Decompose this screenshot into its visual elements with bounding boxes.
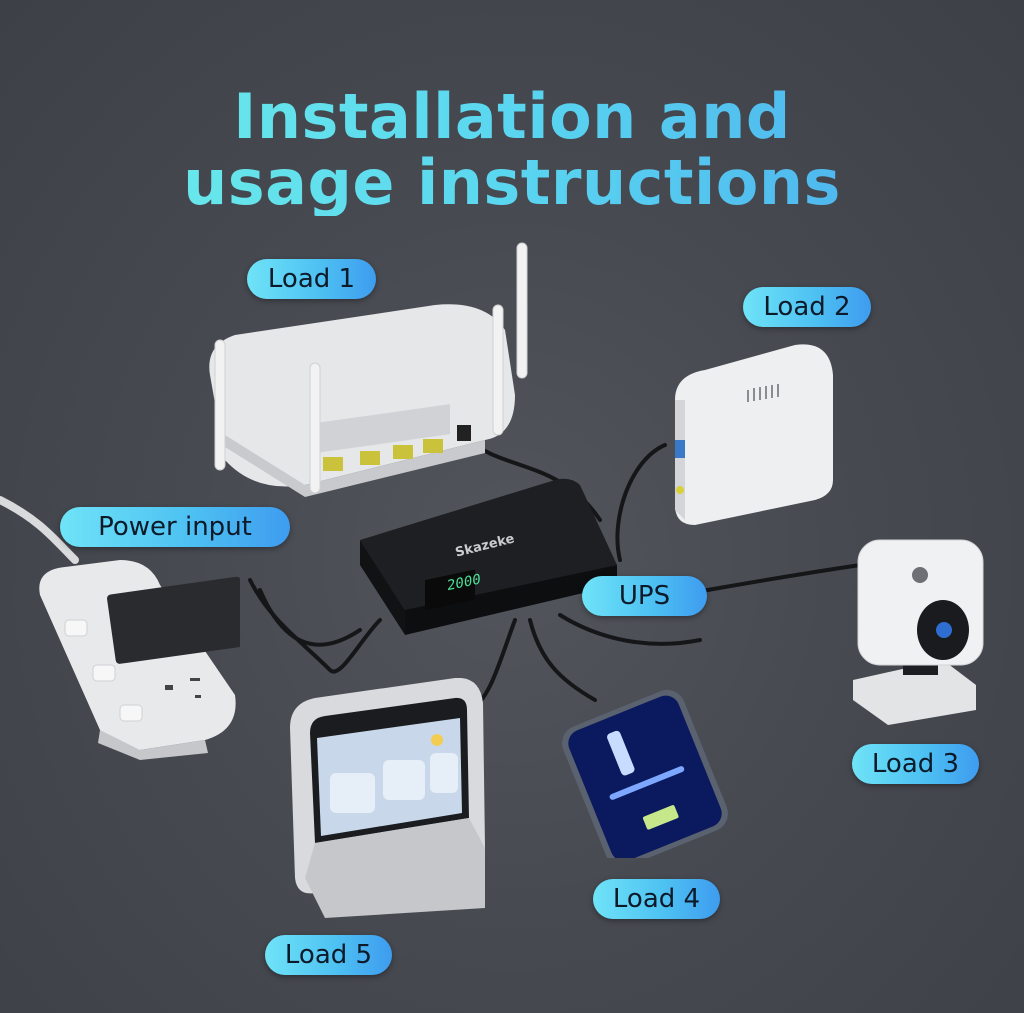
ups-display: 2000 [447,571,481,594]
label-load-1: Load 1 [247,259,376,299]
ups-device: 2000 Skazeke [360,478,617,635]
label-load-3: Load 3 [852,744,979,784]
power-strip-device [39,560,240,760]
smart-display-device [290,678,485,918]
label-load-2: Load 2 [743,287,871,327]
label-load-5: Load 5 [265,935,392,975]
label-load-4: Load 4 [593,879,720,919]
label-power-input: Power input [60,507,290,547]
camera-device [853,539,984,725]
modem-device [675,344,833,525]
label-ups: UPS [582,576,707,616]
router-device [209,242,528,497]
smartphone-device [562,689,728,858]
